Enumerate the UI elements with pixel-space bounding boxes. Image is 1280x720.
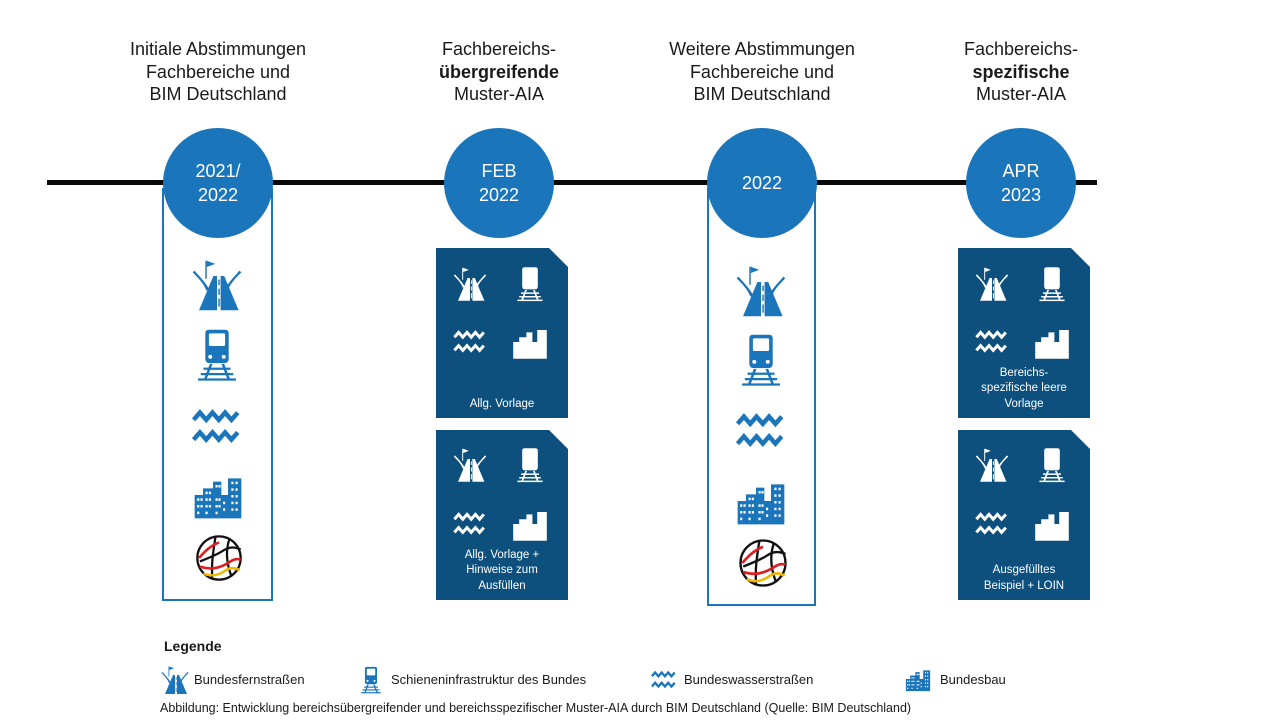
phase-1-frame bbox=[162, 188, 273, 601]
doc-caption: Allg. Vorlage bbox=[469, 397, 535, 410]
road-icon bbox=[734, 263, 788, 319]
phase-1-date-circle: 2021/ 2022 bbox=[163, 128, 273, 238]
phase-2-title: Fachbereichs- übergreifende Muster-AIA bbox=[369, 38, 629, 106]
phase-2-date-circle: FEB 2022 bbox=[444, 128, 554, 238]
buildings-icon bbox=[510, 506, 550, 542]
buildings-icon bbox=[190, 470, 246, 520]
waves-icon bbox=[452, 506, 488, 542]
road-icon bbox=[452, 262, 488, 306]
phase-3-date-circle: 2022 bbox=[707, 128, 817, 238]
waves-icon bbox=[734, 404, 788, 458]
road-icon bbox=[452, 442, 488, 488]
buildings-icon bbox=[733, 476, 789, 526]
road-icon bbox=[974, 442, 1010, 488]
road-icon bbox=[190, 258, 244, 312]
phase-2-title-line: Muster-AIA bbox=[453, 84, 545, 104]
waves-icon bbox=[452, 324, 488, 360]
doc-filled-example: Ausgefülltes Beispiel + LOIN bbox=[958, 430, 1090, 600]
waves-icon bbox=[974, 324, 1010, 360]
buildings-icon bbox=[901, 666, 935, 692]
waves-icon bbox=[649, 666, 679, 694]
phase-3-title-line: Weitere Abstimmungen bbox=[669, 39, 855, 59]
phase-4-date-circle: APR 2023 bbox=[966, 128, 1076, 238]
timeline-line bbox=[47, 180, 1097, 185]
phase-2-title-line: übergreifende bbox=[438, 61, 560, 82]
legend-title: Legende bbox=[164, 638, 222, 654]
train-icon bbox=[190, 324, 244, 386]
buildings-icon bbox=[1032, 506, 1072, 542]
doc-caption: Allg. Vorlage + Hinweise zum Ausfüllen bbox=[464, 548, 540, 592]
phase-4-title-line: Muster-AIA bbox=[975, 84, 1067, 104]
network-icon bbox=[736, 536, 790, 590]
phase-4-title: Fachbereichs- spezifische Muster-AIA bbox=[891, 38, 1151, 106]
doc-caption: Ausgefülltes Beispiel + LOIN bbox=[983, 564, 1065, 592]
phase-1-title: Initiale Abstimmungen Fachbereiche und B… bbox=[88, 38, 348, 106]
legend-label: Bundesbau bbox=[940, 672, 1006, 687]
buildings-icon bbox=[1032, 324, 1072, 360]
phase-3-frame bbox=[707, 188, 816, 606]
train-icon bbox=[1034, 440, 1070, 490]
phase-2-title-line: Fachbereichs- bbox=[441, 39, 557, 59]
phase-1-title-line: Initiale Abstimmungen bbox=[129, 39, 307, 59]
phase-1-title-line: Fachbereiche und bbox=[145, 61, 291, 82]
doc-general-template: Allg. Vorlage bbox=[436, 248, 568, 418]
doc-general-template-with-notes: Allg. Vorlage + Hinweise zum Ausfüllen bbox=[436, 430, 568, 600]
phase-3-title-line: Fachbereiche und bbox=[689, 61, 835, 82]
waves-icon bbox=[974, 506, 1010, 542]
doc-domain-specific-empty-template: Bereichs- spezifische leere Vorlage bbox=[958, 248, 1090, 418]
buildings-icon bbox=[510, 324, 550, 360]
legend-label: Bundesfernstraßen bbox=[194, 672, 305, 687]
legend-label: Bundeswasserstraßen bbox=[684, 672, 814, 687]
phase-3-title: Weitere Abstimmungen Fachbereiche und BI… bbox=[632, 38, 892, 106]
train-icon bbox=[357, 662, 385, 698]
train-icon bbox=[512, 440, 548, 490]
phase-3-title-line: BIM Deutschland bbox=[693, 84, 831, 104]
road-icon bbox=[160, 664, 190, 696]
train-icon bbox=[512, 260, 548, 308]
phase-1-title-line: BIM Deutschland bbox=[149, 84, 287, 104]
phase-4-title-line: spezifische bbox=[972, 61, 1070, 82]
doc-caption: Bereichs- spezifische leere Vorlage bbox=[981, 366, 1067, 410]
road-icon bbox=[974, 262, 1010, 306]
legend-label: Schieneninfrastruktur des Bundes bbox=[391, 672, 587, 687]
phase-4-title-line: Fachbereichs- bbox=[963, 39, 1079, 59]
network-icon bbox=[193, 532, 245, 584]
figure-caption: Abbildung: Entwicklung bereichsübergreif… bbox=[160, 701, 912, 715]
waves-icon bbox=[190, 400, 244, 454]
train-icon bbox=[734, 328, 788, 392]
train-icon bbox=[1034, 260, 1070, 308]
